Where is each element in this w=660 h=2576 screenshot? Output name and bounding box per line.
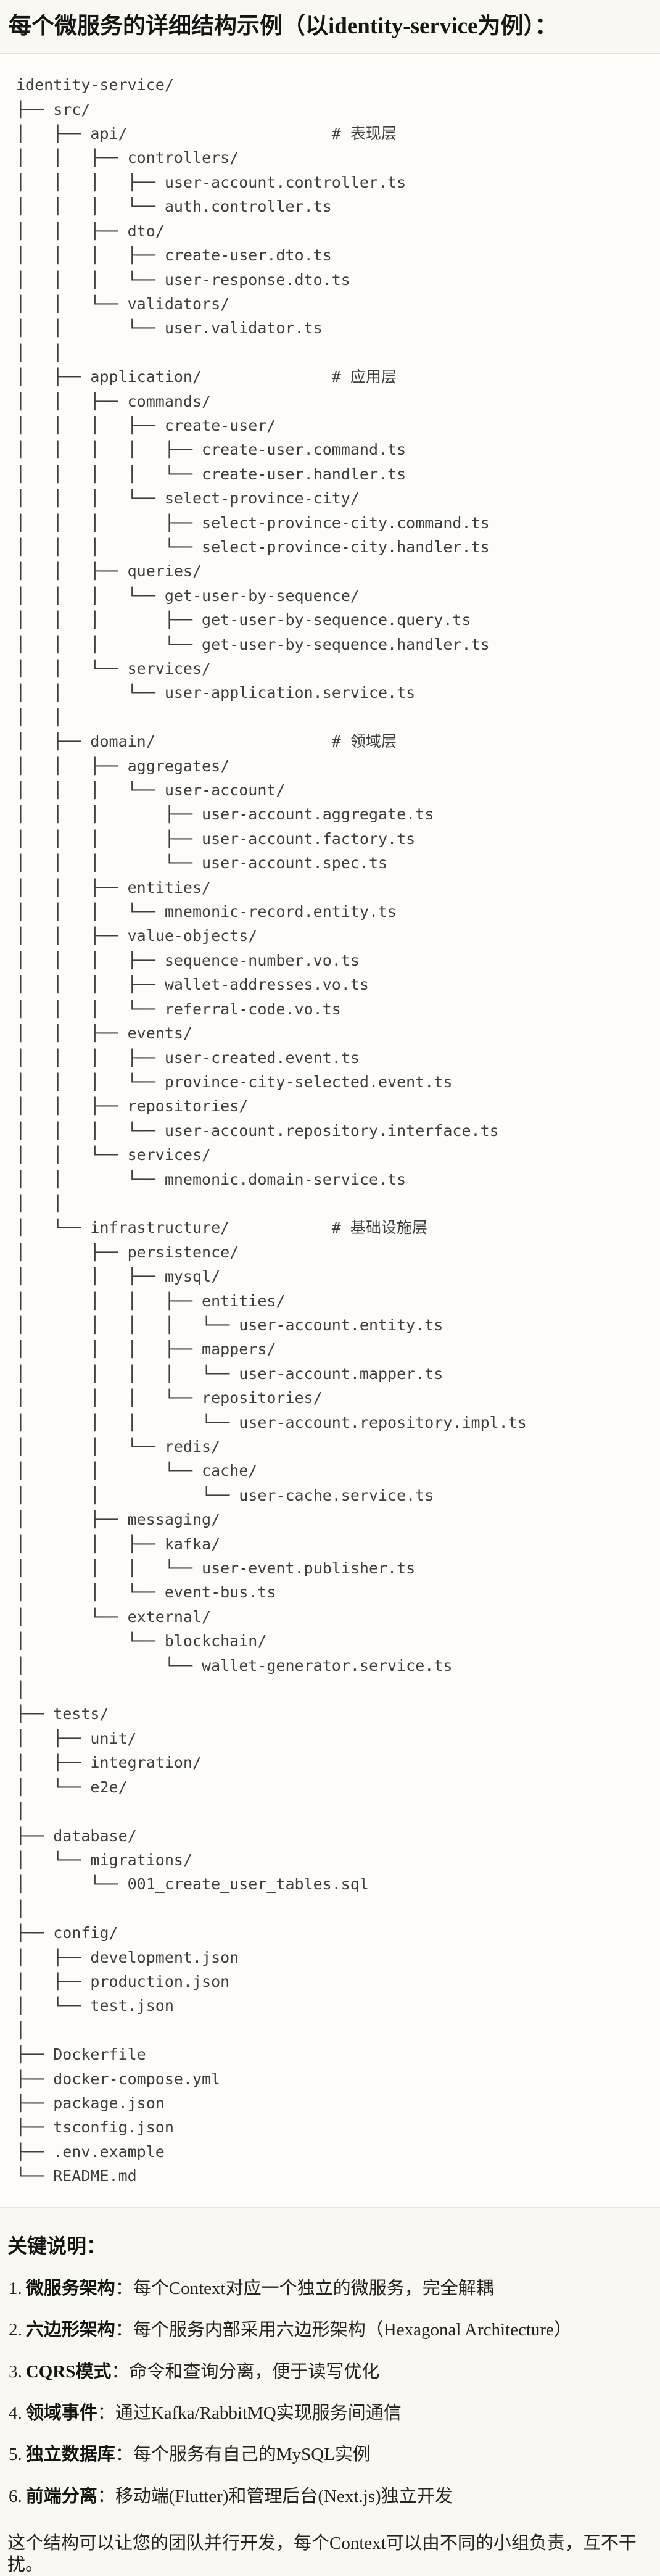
note-separator: ： (97, 2403, 115, 2424)
note-number: 4. (9, 2403, 22, 2424)
note-separator: ： (111, 2361, 130, 2382)
note-separator: ： (115, 2278, 133, 2298)
note-number: 2. (9, 2320, 22, 2340)
key-notes-heading: 关键说明： (7, 2234, 107, 2257)
note-item: 1.微服务架构：每个Context对应一个独立的微服务，完全解耦 (9, 2279, 653, 2299)
note-separator: ： (115, 2445, 133, 2465)
key-notes-list: 1.微服务架构：每个Context对应一个独立的微服务，完全解耦 2.六边形架构… (7, 2279, 653, 2507)
note-separator: ： (97, 2486, 115, 2506)
note-text: 命令和查询分离，便于读写优化 (129, 2361, 380, 2382)
note-number: 5. (9, 2445, 22, 2465)
page-title: 每个微服务的详细结构示例（以identity-service为例）： (9, 14, 558, 39)
closing-paragraph: 这个结构可以让您的团队并行开发，每个Context可以由不同的小组负责，互不干扰… (7, 2533, 637, 2575)
note-item: 3.CQRS模式：命令和查询分离，便于读写优化 (9, 2362, 653, 2382)
note-item: 2.六边形架构：每个服务内部采用六边形架构（Hexagonal Architec… (9, 2320, 653, 2340)
note-separator: ： (115, 2320, 133, 2340)
note-text: 移动端(Flutter)和管理后台(Next.js)独立开发 (115, 2486, 453, 2506)
note-term: 前端分离 (25, 2486, 97, 2506)
note-text: 每个服务有自己的MySQL实例 (133, 2445, 371, 2465)
note-term: 六边形架构 (25, 2320, 115, 2340)
directory-tree: identity-service/ ├── src/ │ ├── api/ # … (16, 76, 527, 2185)
note-number: 1. (9, 2278, 22, 2298)
note-term: 领域事件 (25, 2403, 97, 2424)
directory-tree-block: identity-service/ ├── src/ │ ├── api/ # … (0, 53, 660, 2208)
note-item: 6.前端分离：移动端(Flutter)和管理后台(Next.js)独立开发 (9, 2487, 653, 2507)
note-term: 独立数据库 (25, 2445, 115, 2465)
note-item: 5.独立数据库：每个服务有自己的MySQL实例 (9, 2445, 653, 2465)
note-number: 6. (9, 2486, 22, 2506)
note-item: 4.领域事件：通过Kafka/RabbitMQ实现服务间通信 (9, 2403, 653, 2424)
note-term: 微服务架构 (25, 2278, 115, 2298)
note-text: 每个Context对应一个独立的微服务，完全解耦 (133, 2278, 494, 2298)
note-text: 每个服务内部采用六边形架构（Hexagonal Architecture） (133, 2320, 572, 2340)
note-number: 3. (9, 2361, 22, 2382)
note-term: CQRS模式 (25, 2361, 112, 2382)
note-text: 通过Kafka/RabbitMQ实现服务间通信 (115, 2403, 402, 2424)
